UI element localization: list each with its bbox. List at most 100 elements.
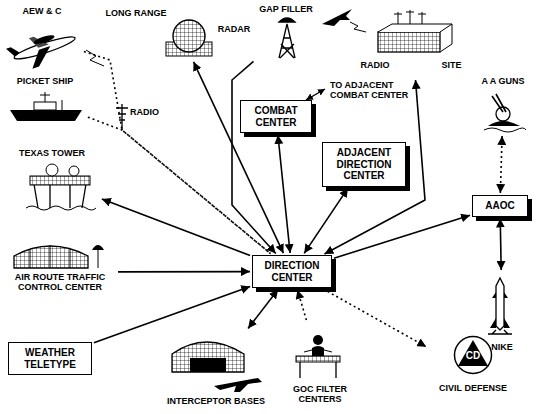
node-label: GAP FILLER: [255, 4, 317, 14]
node-label: PICKET SHIP: [4, 76, 86, 86]
nike-missile: [488, 330, 512, 334]
radio-link-zigzag: [86, 50, 104, 66]
connector: [500, 136, 502, 193]
node-label: ADJACENT DIRECTION CENTER: [326, 147, 402, 182]
node-label: TEXAS TOWER: [4, 148, 100, 158]
jet-aircraft: [322, 9, 366, 32]
picket-ship: [34, 102, 56, 110]
radio-link-zigzag: [86, 50, 104, 66]
hangar-and-jet: [172, 342, 262, 392]
filter-center-plotter: [296, 335, 340, 378]
picket-ship: [10, 110, 82, 121]
aa-gun: [488, 121, 520, 126]
traffic-control-center: AIR ROUTE TRAFFIC CONTROL CENTER: [4, 232, 116, 312]
filter-center-plotter: [312, 346, 324, 356]
node-label: AEW & C: [2, 6, 82, 16]
radio-site-building: [378, 10, 452, 52]
connector: [297, 290, 306, 320]
aaoc-box: AAOC: [472, 195, 528, 217]
texas-tower: TEXAS TOWER: [4, 148, 100, 212]
radio-site-building: [378, 32, 440, 52]
aew-aircraft: [33, 33, 56, 46]
aew-aircraft: [6, 45, 21, 58]
gap-filler: GAP FILLER: [255, 4, 317, 62]
texas-tower: [46, 164, 58, 176]
filter-centers: GOC FILTER CENTERS: [280, 322, 360, 410]
aa-gun: [496, 107, 510, 121]
quonset-building: [30, 245, 70, 268]
connector: [84, 52, 271, 254]
jet-aircraft: [322, 9, 352, 26]
node-label: AIR ROUTE TRAFFIC CONTROL CENTER: [4, 272, 116, 293]
hangar-and-jet: [172, 342, 244, 372]
connector: [232, 61, 276, 253]
combat-link-arrow: [306, 89, 325, 100]
connector: [102, 199, 250, 256]
hangar-and-jet: [214, 378, 262, 392]
node-label: COMBAT CENTER: [244, 105, 308, 128]
aew-aircraft: AEW & C: [2, 6, 82, 70]
gap-filler-tower: [279, 18, 295, 22]
civil-defense: CD CIVIL DEFENSE: [428, 335, 518, 411]
node-label: RADIO: [355, 60, 395, 70]
filter-center-plotter: [296, 356, 340, 362]
node-label: INTERCEPTOR BASES: [160, 396, 272, 406]
direction-center: DIRECTION CENTER: [252, 255, 332, 288]
combat-center: COMBAT CENTER: [240, 100, 312, 133]
radio-site-building: [394, 10, 426, 24]
interceptor-bases: INTERCEPTOR BASES: [160, 330, 272, 410]
node-label: CIVIL DEFENSE: [428, 383, 518, 393]
jet-aircraft: [350, 22, 366, 32]
connector: [94, 287, 250, 343]
adjacent-direction-center: ADJACENT DIRECTION CENTER: [322, 142, 406, 187]
connector: [323, 289, 426, 347]
nike-missile: [496, 278, 504, 330]
aa-gun: [492, 94, 506, 112]
node-label: AAOC: [485, 200, 514, 212]
node-label: DIRECTION CENTER: [256, 260, 328, 283]
node-label: LONG RANGE: [105, 8, 167, 18]
aew-aircraft: [27, 46, 55, 69]
radar-dome: [173, 20, 205, 52]
aew-aircraft: [5, 25, 80, 75]
texas-tower: [30, 176, 90, 185]
note-label: RADIO: [130, 107, 170, 117]
connector: [304, 188, 348, 253]
picket-ship: PICKET SHIP: [4, 76, 86, 126]
texas-tower: [26, 164, 96, 210]
node-label: GOC FILTER CENTERS: [280, 384, 360, 405]
quonset-building: [92, 245, 104, 250]
picket-ship: [40, 92, 62, 110]
filter-center-plotter: [304, 350, 332, 352]
combat-link-arrow: [306, 89, 325, 100]
radio-site-building: [378, 24, 452, 52]
connector: [194, 62, 284, 253]
quonset-building: [14, 245, 104, 268]
aa-gun: [484, 128, 526, 132]
aa-guns: A A GUNS: [470, 76, 536, 134]
texas-tower: [69, 166, 79, 176]
filter-center-plotter: [300, 362, 336, 378]
emblem-text: CD: [453, 349, 493, 363]
connector: [324, 80, 425, 254]
picket-ship: [10, 92, 82, 121]
texas-tower: [34, 184, 86, 208]
texas-tower: [26, 206, 96, 210]
gap-filler-tower: [279, 18, 295, 58]
radio-site: RADIO SITE: [355, 6, 470, 78]
quonset-building: [14, 246, 88, 268]
node-label: WEATHER TELETYPE: [12, 347, 88, 370]
connector: [278, 135, 290, 253]
node-label: SITE: [433, 60, 470, 70]
connector: [499, 219, 502, 271]
hangar-and-jet: [190, 358, 226, 372]
gap-filler-tower: [279, 24, 295, 58]
connector: [118, 271, 250, 273]
node-label: RADAR: [213, 24, 255, 34]
node-label: A A GUNS: [470, 76, 536, 86]
radar-dome: [166, 20, 212, 56]
connector: [248, 290, 278, 329]
note-label: TO ADJACENT COMBAT CENTER: [330, 80, 410, 101]
quonset-building: [98, 250, 99, 268]
weather-teletype: WEATHER TELETYPE: [8, 342, 92, 375]
